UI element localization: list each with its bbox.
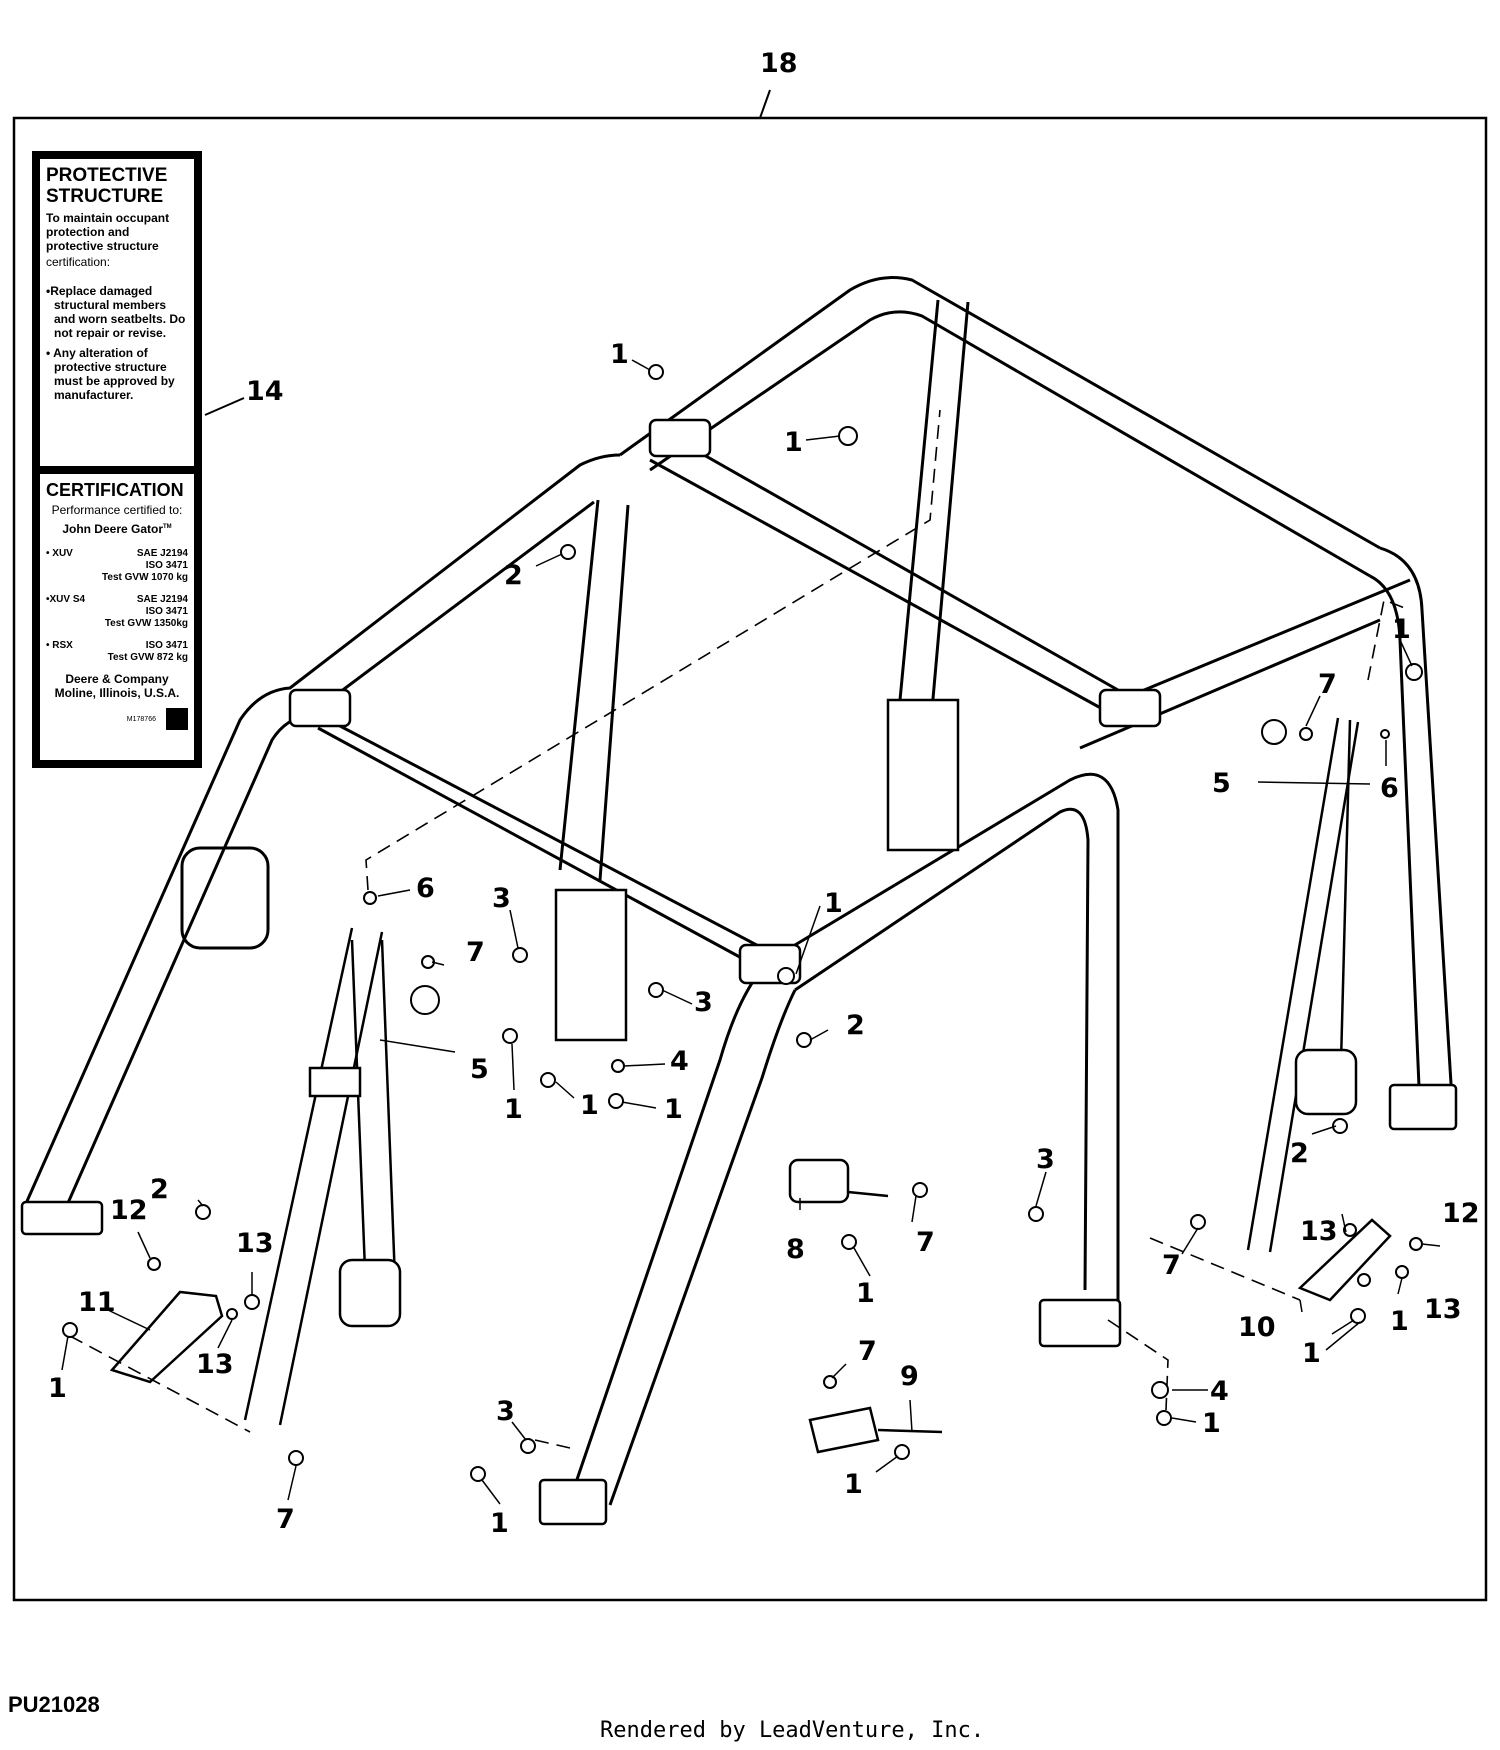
cert-location: Moline, Illinois, U.S.A. [54, 686, 180, 700]
decal-intro-cont: certification: [46, 255, 111, 269]
callout-2: 2 [846, 1010, 865, 1041]
callout-1: 1 [610, 339, 629, 370]
callout-leaders [61, 359, 1441, 1505]
callout-12: 12 [1442, 1198, 1480, 1229]
fasteners [62, 364, 1423, 1482]
callout-2: 2 [150, 1174, 169, 1205]
cert-footer: M178766 [46, 708, 188, 730]
callout-7: 7 [1162, 1250, 1181, 1281]
cert-title: CERTIFICATION [46, 480, 184, 500]
leader-18 [759, 89, 771, 119]
callout-3: 3 [492, 883, 511, 914]
callout-7: 7 [1318, 669, 1337, 700]
callout-1: 1 [784, 427, 803, 458]
callout-1: 1 [844, 1469, 863, 1500]
seatbelts [243, 717, 1360, 1454]
callout-2: 2 [504, 560, 523, 591]
decal-bullet-2: • Any alteration of protective structure… [46, 346, 175, 402]
callout-4: 4 [670, 1046, 689, 1077]
decal-black-square [166, 708, 188, 730]
callout-6: 6 [1380, 773, 1399, 804]
callout-7: 7 [466, 937, 485, 968]
callout-1: 1 [504, 1094, 523, 1125]
callout-1: 1 [664, 1094, 683, 1125]
callout-13: 13 [236, 1228, 274, 1259]
brackets [20, 418, 1458, 1526]
callout-18: 18 [760, 48, 798, 79]
callout-1: 1 [856, 1278, 875, 1309]
callout-11: 11 [78, 1287, 116, 1318]
callout-13: 13 [1300, 1216, 1338, 1247]
decal-bullet-1: •Replace damaged structural members and … [46, 284, 186, 340]
callout-1: 1 [48, 1373, 67, 1404]
callout-3: 3 [496, 1396, 515, 1427]
callout-1: 1 [1302, 1338, 1321, 1369]
cert-intro: Performance certified to: [51, 503, 183, 517]
cert-brand: John Deere GatorTM [62, 522, 172, 536]
callout-1: 1 [1390, 1306, 1409, 1337]
decal-part-number: M178766 [126, 715, 156, 723]
callout-5: 5 [470, 1054, 489, 1085]
callout-7: 7 [276, 1504, 295, 1535]
callout-3: 3 [694, 987, 713, 1018]
callout-14: 14 [246, 376, 284, 407]
callout-5: 5 [1212, 768, 1231, 799]
leader-14 [204, 397, 245, 416]
diagram-border [12, 116, 1488, 1602]
decal-warning-panel: PROTECTIVE STRUCTURE To maintain occupan… [40, 159, 194, 466]
callout-3: 3 [1036, 1144, 1055, 1175]
callout-10: 10 [1238, 1312, 1276, 1343]
callout-1: 1 [824, 888, 843, 919]
explode-lines [69, 409, 1411, 1449]
callout-9: 9 [900, 1361, 919, 1392]
callout-8: 8 [786, 1234, 805, 1265]
callout-6: 6 [416, 873, 435, 904]
protective-structure-decal: PROTECTIVE STRUCTURE To maintain occupan… [32, 151, 202, 768]
callout-1: 1 [580, 1090, 599, 1121]
callout-1: 1 [1392, 614, 1411, 645]
rendered-by-credit: Rendered by LeadVenture, Inc. [600, 1718, 985, 1743]
callout-13: 13 [1424, 1294, 1462, 1325]
callout-7: 7 [916, 1227, 935, 1258]
cert-company: Deere & Company [65, 672, 169, 686]
decal-certification-panel: CERTIFICATION Performance certified to: … [40, 474, 194, 760]
callout-7: 7 [858, 1336, 877, 1367]
callout-2: 2 [1290, 1138, 1309, 1169]
decal-intro: To maintain occupant protection and prot… [46, 211, 170, 253]
callout-4: 4 [1210, 1376, 1229, 1407]
callout-1: 1 [1202, 1408, 1221, 1439]
callout-1: 1 [490, 1508, 509, 1539]
callout-13: 13 [196, 1349, 234, 1380]
figure-code: PU21028 [8, 1692, 100, 1717]
callout-12: 12 [110, 1195, 148, 1226]
mounting-brackets-lower [109, 1218, 1392, 1384]
decal-title: PROTECTIVE STRUCTURE [46, 165, 168, 207]
